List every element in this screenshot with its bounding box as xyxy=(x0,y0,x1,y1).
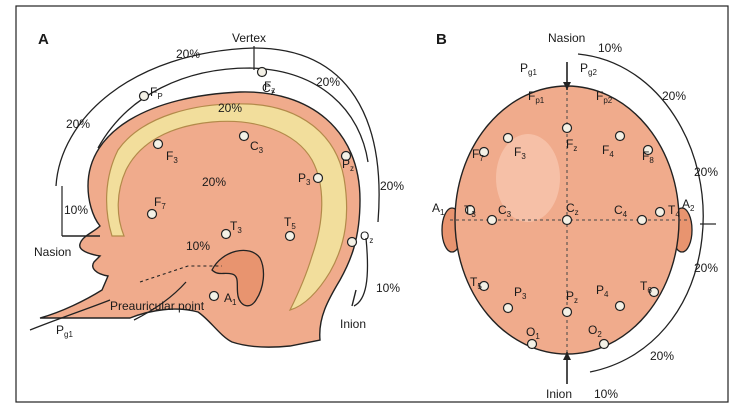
electrode-marker xyxy=(348,238,357,247)
electrode-marker xyxy=(488,216,497,225)
pct-a-2: 20% xyxy=(66,117,90,131)
inion-pointer xyxy=(352,290,356,306)
electrode-marker xyxy=(240,132,249,141)
electrode-marker xyxy=(154,140,163,149)
b-electrode-pg1: Pg1 xyxy=(520,61,537,77)
pct-b-4: 20% xyxy=(650,349,674,363)
pct-a-0: 20% xyxy=(176,47,200,61)
pct-a-8: 10% xyxy=(376,281,400,295)
electrode-marker xyxy=(656,208,665,217)
pct-b-0: 10% xyxy=(598,41,622,55)
electrode-marker xyxy=(600,340,609,349)
electrode-marker xyxy=(563,124,572,133)
electrode-marker xyxy=(563,216,572,225)
electrode-marker xyxy=(286,232,295,241)
electrode-label: Cz xyxy=(262,81,275,97)
pct-b-2: 20% xyxy=(694,165,718,179)
pct-b-1: 20% xyxy=(662,89,686,103)
electrode-marker xyxy=(616,132,625,141)
pct-a-7: 20% xyxy=(380,179,404,193)
vertex-label: Vertex xyxy=(232,31,266,45)
panel-b-label: B xyxy=(436,31,447,48)
arc-lower xyxy=(354,238,368,306)
inion-label-b: Inion xyxy=(546,387,572,401)
electrode-label: Pg2 xyxy=(580,61,597,77)
pct-a-4: 20% xyxy=(202,175,226,189)
b-electrode-fp2: Fp2 xyxy=(596,89,613,105)
electrode-marker xyxy=(210,292,219,301)
pct-a-6: 10% xyxy=(186,239,210,253)
electrode-marker xyxy=(148,210,157,219)
electrode-label: Oz xyxy=(360,229,373,245)
electrode-marker xyxy=(616,302,625,311)
electrode-label: A1 xyxy=(432,201,445,217)
electrode-marker xyxy=(504,134,513,143)
pct-b-3: 20% xyxy=(694,261,718,275)
nasion-label-b: Nasion xyxy=(548,31,585,45)
pct-b-5: 10% xyxy=(594,387,618,401)
b-electrode-pg2: Pg2 xyxy=(580,61,597,77)
pct-a-3: 20% xyxy=(218,101,242,115)
nasion-label: Nasion xyxy=(34,245,71,259)
b-electrode-a1: A1 xyxy=(432,201,445,217)
electrode-label: A2 xyxy=(682,197,695,213)
electrode-marker xyxy=(140,92,149,101)
panel-a-label: A xyxy=(38,31,49,48)
electrode-label: Pg1 xyxy=(56,323,73,339)
preauricular-text: Preauricular point xyxy=(110,299,205,313)
panel-b: B Nasion Inion 10% 20% 20% 20% 20% 10% P… xyxy=(432,31,718,401)
electrode-label: Fp2 xyxy=(596,89,613,105)
electrode-label: Pg1 xyxy=(520,61,537,77)
preauricular-label: Preauricular point xyxy=(110,299,205,313)
b-electrode-a2: A2 xyxy=(682,197,695,213)
panel-a: A Vertex Nasion Inion Preauricular point… xyxy=(30,31,404,347)
electrode-marker xyxy=(504,304,513,313)
electrode-marker xyxy=(258,68,267,77)
electrode-marker xyxy=(314,174,323,183)
b-electrode-f8: F8 xyxy=(642,146,654,166)
electrode-marker xyxy=(563,308,572,317)
a-electrode-cz: Cz xyxy=(262,81,275,97)
electrode-marker xyxy=(638,216,647,225)
pct-a-5: 10% xyxy=(64,203,88,217)
pct-a-1: 20% xyxy=(316,75,340,89)
inion-label: Inion xyxy=(340,317,366,331)
a-electrode-pg1: Pg1 xyxy=(56,323,73,339)
a-electrode-fp: FP xyxy=(140,85,163,101)
